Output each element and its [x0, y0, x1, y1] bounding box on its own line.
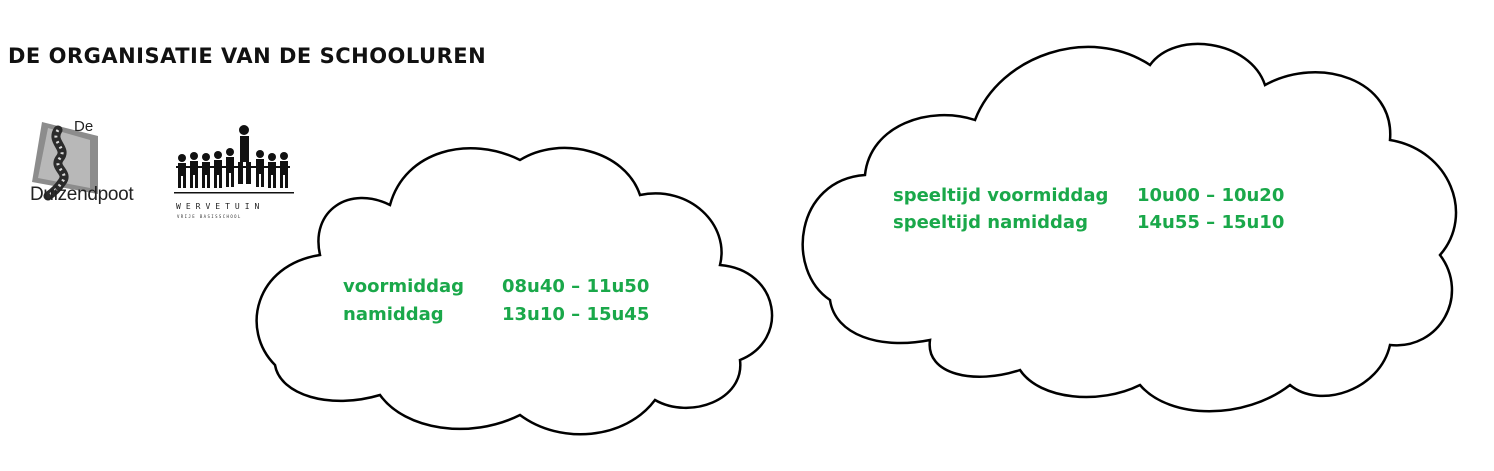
schooluren-label-0: voormiddag: [343, 276, 465, 297]
logo-wervetuin-subtitle: VRIJE BASISSCHOOL: [177, 214, 242, 219]
schooluren-label-1: namiddag: [343, 304, 444, 325]
schooluren-time-1: 13u10 – 15u45: [502, 304, 650, 325]
schooluren-time-0: 08u40 – 11u50: [502, 276, 650, 297]
cloud-left: [255, 146, 774, 436]
speeltijden-label-0: speeltijd voormiddag: [893, 185, 1109, 206]
logo-de-text: De: [74, 118, 94, 135]
speeltijden-time-1: 14u55 – 15u10: [1137, 212, 1285, 233]
cloud-right: [801, 42, 1458, 413]
wervetuin-logo: WERVETUIN VRIJE BASISSCHOOL: [172, 122, 302, 222]
duizendpoot-logo-icon: [32, 122, 98, 201]
logo-wervetuin-text: WERVETUIN: [176, 202, 265, 211]
children-group-icon: [174, 125, 294, 194]
logo-duizendpoot-text: Duizendpoot: [30, 184, 134, 205]
duizendpoot-logo: De Duizendpoot: [28, 118, 143, 218]
page-title: DE ORGANISATIE VAN DE SCHOOLUREN: [8, 44, 487, 68]
speeltijden-label-1: speeltijd namiddag: [893, 212, 1088, 233]
speeltijden-time-0: 10u00 – 10u20: [1137, 185, 1285, 206]
